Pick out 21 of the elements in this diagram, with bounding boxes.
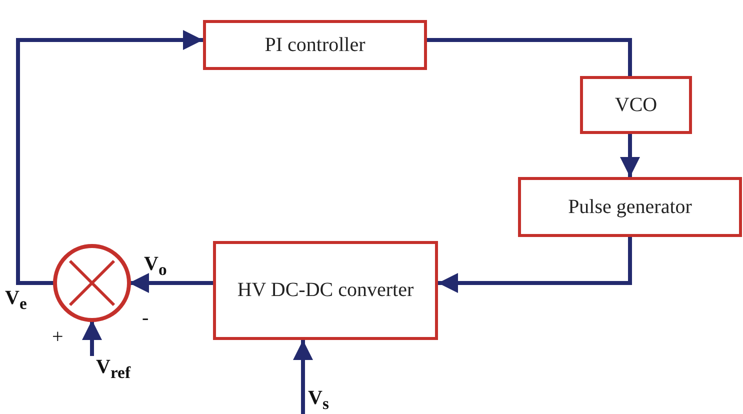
block-box	[213, 241, 438, 340]
block-box	[518, 177, 742, 237]
arrow	[620, 134, 640, 177]
signal-label: V$_{e}$	[5, 288, 27, 313]
arrow	[82, 320, 102, 356]
block-label: Pulse generator	[567, 194, 693, 220]
summing-junction	[53, 244, 131, 322]
block-label: PI controller	[264, 32, 366, 58]
signal-label: V$_{o}$	[144, 254, 167, 279]
arrow	[129, 273, 213, 293]
sign-label: -	[142, 308, 149, 328]
block-label: HV DC-DC converter	[236, 278, 415, 303]
block-box	[580, 76, 692, 134]
signal-label: V$_{ref}$	[96, 357, 130, 382]
arrow	[293, 340, 313, 414]
block-label: VCO	[614, 92, 658, 118]
arrow	[16, 30, 203, 285]
arrow	[438, 237, 632, 293]
sign-label: +	[52, 327, 64, 347]
block-box	[203, 20, 427, 70]
signal-label: V$_{s}$	[308, 388, 329, 413]
